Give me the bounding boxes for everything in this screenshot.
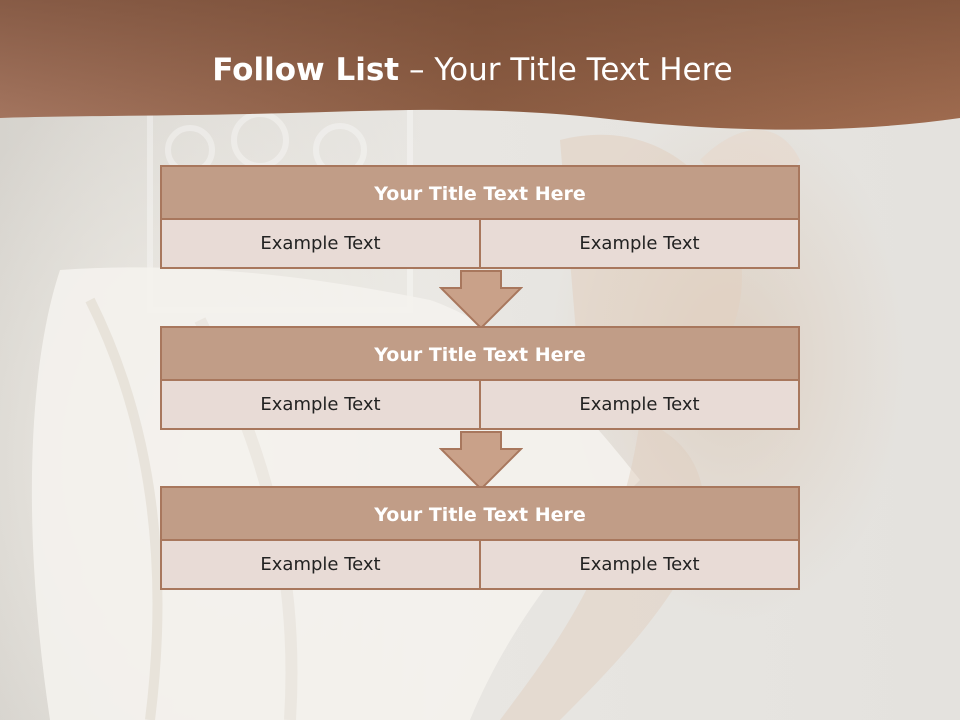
down-arrow-icon [439, 431, 523, 491]
block-cell-left: Example Text [160, 541, 481, 590]
block-row: Example Text Example Text [160, 220, 800, 269]
down-arrow-icon [439, 270, 523, 330]
header-wave [0, 0, 960, 130]
list-block-1: Your Title Text Here Example Text Exampl… [160, 165, 800, 269]
header-banner: Follow List – Your Title Text Here [0, 0, 960, 140]
block-row: Example Text Example Text [160, 541, 800, 590]
block-title: Your Title Text Here [160, 326, 800, 381]
block-cell-left: Example Text [160, 220, 481, 269]
block-cell-right: Example Text [481, 220, 800, 269]
block-cell-left: Example Text [160, 381, 481, 430]
title-rest: – Your Title Text Here [408, 52, 733, 88]
block-cell-right: Example Text [481, 541, 800, 590]
page-title: Follow List – Your Title Text Here [0, 52, 945, 88]
title-bold: Follow List [212, 52, 400, 88]
block-cell-right: Example Text [481, 381, 800, 430]
list-block-3: Your Title Text Here Example Text Exampl… [160, 486, 800, 590]
list-block-2: Your Title Text Here Example Text Exampl… [160, 326, 800, 430]
block-title: Your Title Text Here [160, 165, 800, 220]
block-title: Your Title Text Here [160, 486, 800, 541]
block-row: Example Text Example Text [160, 381, 800, 430]
